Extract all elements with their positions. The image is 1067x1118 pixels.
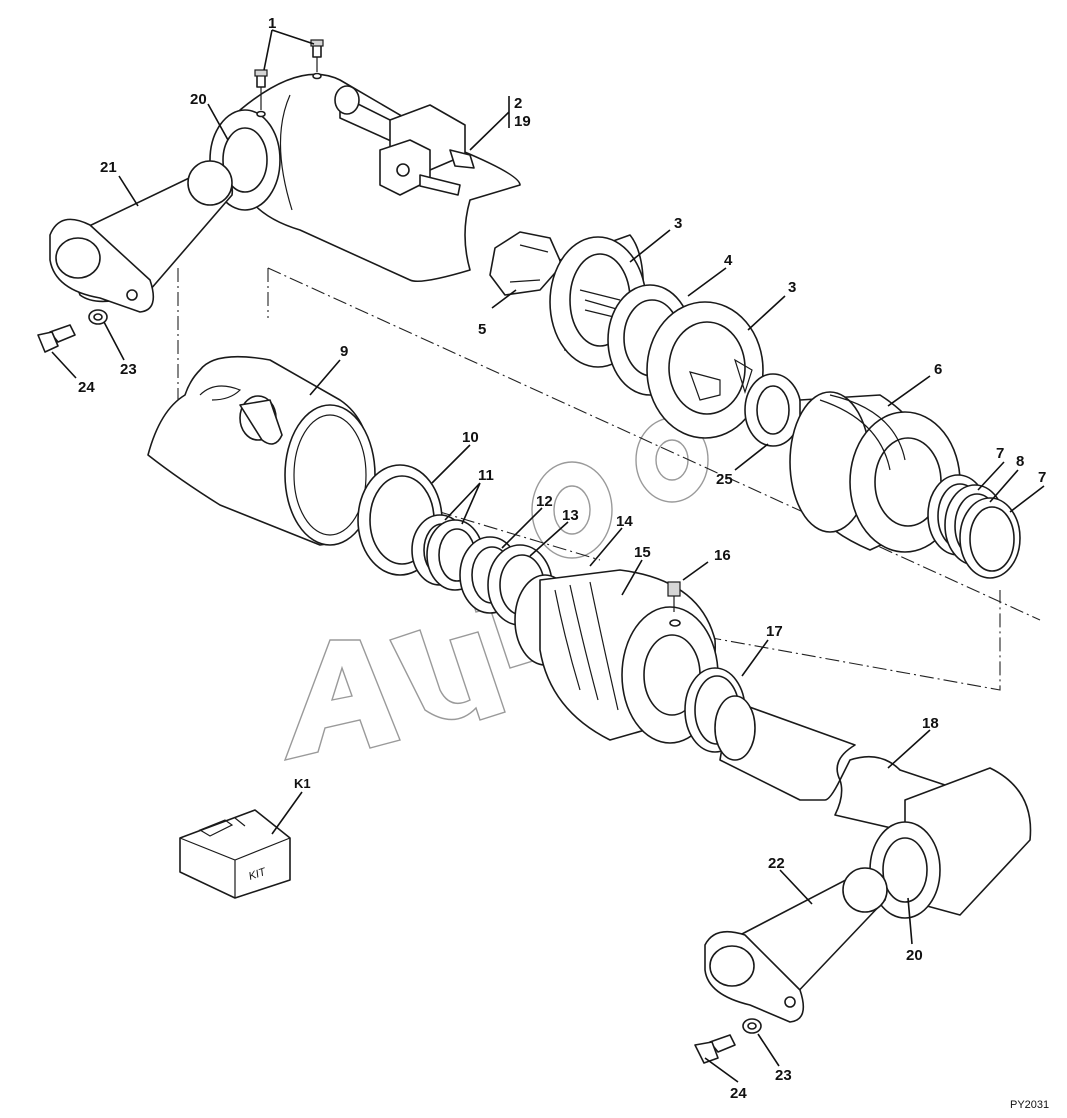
callout-24a: 24 [78,379,95,396]
callout-6: 6 [934,361,942,378]
callout-9: 9 [340,343,348,360]
grease-fittings [254,39,324,118]
seals-7-8 [927,474,1021,579]
callout-23a: 23 [120,361,137,378]
callout-18: 18 [922,715,939,732]
callout-22: 22 [768,855,785,872]
callout-19: 19 [514,113,531,130]
callout-20b: 20 [906,947,923,964]
callout-k1: K1 [294,776,311,791]
callout-3a: 3 [674,215,682,232]
callout-4: 4 [724,252,733,269]
callout-23b: 23 [775,1067,792,1084]
callout-5: 5 [478,321,486,338]
callout-labels: 1 2 19 3 3 4 5 6 7 7 8 9 10 11 12 13 14 … [78,15,1046,1102]
set-screw [667,581,681,612]
callout-7a: 7 [996,445,1004,462]
callout-1: 1 [268,15,276,32]
cylinder-tube [209,73,521,283]
ring-25 [744,373,802,447]
callout-3b: 3 [788,279,796,296]
pin-upper [49,160,234,313]
drawing-code: PY2031 [1010,1099,1049,1111]
piston [789,391,961,553]
bolt-and-washer-upper [37,309,108,353]
tube-section [147,355,376,546]
callout-24b: 24 [730,1085,747,1102]
piston-rod [714,695,1032,919]
callout-13: 13 [562,507,579,524]
callout-21: 21 [100,159,117,176]
callout-10: 10 [462,429,479,446]
callout-2: 2 [514,95,522,112]
callout-11: 11 [478,467,494,484]
callout-25: 25 [716,471,733,488]
kit-box-icon: KIT [179,809,291,899]
leader-lines [51,29,1045,1083]
callout-16: 16 [714,547,731,564]
nut-and-rings [489,231,764,439]
callout-15: 15 [634,544,651,561]
kit-box-text: KIT [247,866,268,883]
callout-14: 14 [616,513,633,530]
callout-20a: 20 [190,91,207,108]
pin-lower [704,867,888,1023]
callout-7b: 7 [1038,469,1046,486]
callout-8: 8 [1016,453,1024,470]
callout-17: 17 [766,623,783,640]
bolt-and-washer-lower [694,1018,762,1064]
callout-12: 12 [536,493,553,510]
